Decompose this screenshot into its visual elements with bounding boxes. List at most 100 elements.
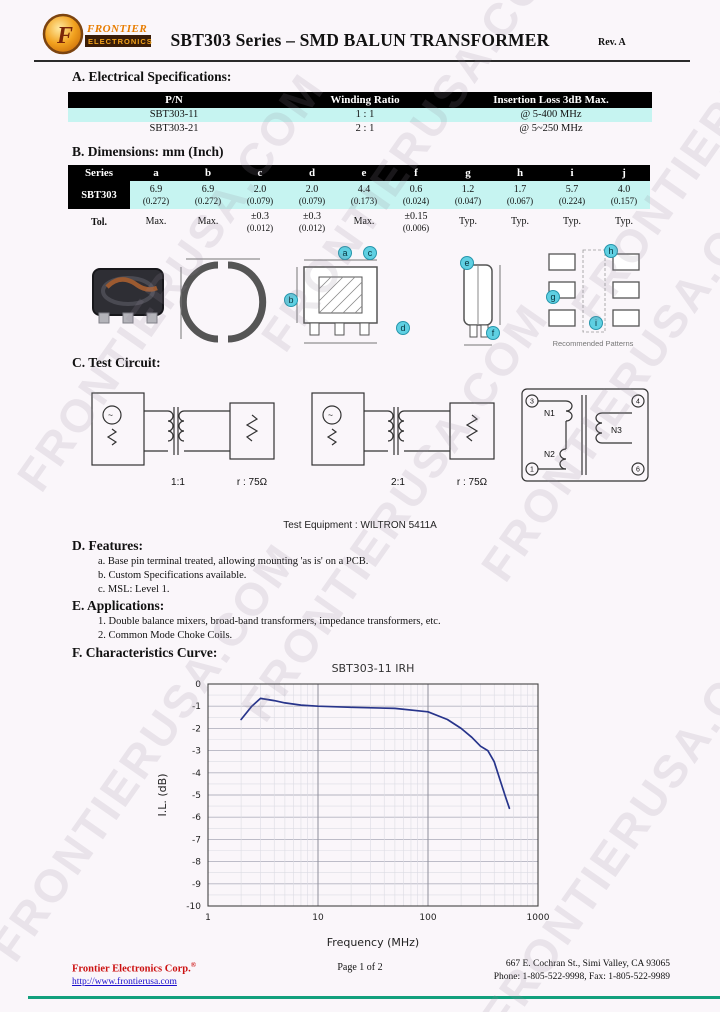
component-photo — [92, 268, 164, 324]
tol-top: ±0.15 — [404, 210, 428, 222]
source-symbol-1: ~ — [108, 410, 113, 420]
dim-mm: 6.9 — [149, 183, 163, 195]
dimensions-values-row: SBT303 6.9(0.272) 6.9(0.272) 2.0(0.079) … — [68, 181, 650, 209]
svg-text:SBT303-11 IRH: SBT303-11 IRH — [332, 662, 415, 675]
application-item: 1. Double balance mixers, broad-band tra… — [98, 616, 441, 627]
table-row: SBT303-21 2 : 1 @ 5~250 MHz — [68, 122, 652, 136]
tol-cell: Typ. — [598, 209, 650, 235]
header-divider — [34, 60, 690, 62]
dim-inch: (0.173) — [350, 195, 378, 206]
tol-top: ±0.3 — [303, 210, 321, 222]
svg-text:Frequency (MHz): Frequency (MHz) — [327, 936, 419, 949]
tol-top: Max. — [145, 216, 167, 227]
logo-letter: F — [56, 23, 73, 49]
pin-1-label: 1 — [530, 467, 534, 474]
dim-cell: 2.0(0.079) — [286, 181, 338, 209]
col-header: i — [570, 167, 574, 179]
pin-3-label: 3 — [530, 399, 534, 406]
svg-text:-5: -5 — [192, 791, 201, 801]
footer-url-link[interactable]: http://www.frontierusa.com — [72, 977, 177, 987]
svg-text:0: 0 — [195, 680, 201, 690]
svg-text:-3: -3 — [192, 747, 201, 757]
page-number: Page 1 of 2 — [337, 962, 383, 973]
circuit2-load-label: r : 75Ω — [457, 477, 488, 488]
tol-cell: Typ. — [494, 209, 546, 235]
section-f-heading: F. Characteristics Curve: — [72, 645, 218, 660]
recommended-patterns-drawing — [548, 249, 640, 333]
footer-company-name: Frontier Electronics Corp. — [72, 963, 191, 975]
dim-inch: (0.272) — [194, 195, 222, 206]
tol-cell: Max. — [338, 209, 390, 235]
section-c-heading: C. Test Circuit: — [72, 355, 161, 370]
dim-cell: 4.0(0.157) — [598, 181, 650, 209]
circuit1-ratio-label: 1:1 — [171, 477, 185, 488]
tol-bottom: (0.012) — [246, 222, 274, 233]
dim-inch: (0.024) — [402, 195, 430, 206]
dim-label-d: d — [396, 321, 410, 335]
footer-address: 667 E. Cochran St., Simi Valley, CA 9306… — [505, 959, 670, 969]
col-header-pn: P/N — [165, 94, 183, 106]
feature-item: a. Base pin terminal treated, allowing m… — [98, 556, 369, 567]
tol-cell: Typ. — [442, 209, 494, 235]
dim-mm: 0.6 — [409, 183, 423, 195]
tol-cell: ±0.15(0.006) — [390, 209, 442, 235]
dim-mm: 6.9 — [201, 183, 215, 195]
test-circuit-diagram: ~ 1:1 r : 75Ω ~ 2:1 r : 75Ω — [91, 388, 649, 488]
dim-cell: 0.6(0.024) — [390, 181, 442, 209]
tol-cell: ±0.3(0.012) — [286, 209, 338, 235]
dim-label-f: f — [486, 326, 500, 340]
test-equipment-note: Test Equipment : WILTRON 5411A — [283, 520, 437, 531]
footer-phone: Phone: 1-805-522-9998, Fax: 1-805-522-99… — [493, 972, 670, 982]
feature-item: b. Custom Specifications available. — [98, 570, 247, 581]
col-header: Series — [84, 167, 114, 179]
pn-cell: SBT303-11 — [149, 109, 199, 120]
tol-top: Max. — [353, 216, 375, 227]
loss-cell: @ 5~250 MHz — [519, 123, 583, 134]
feature-item: c. MSL: Level 1. — [98, 584, 170, 595]
logo-brand-top: FRONTIER — [86, 23, 147, 35]
svg-text:-10: -10 — [186, 902, 201, 912]
footer-divider — [28, 996, 720, 999]
dim-mm: 4.0 — [617, 183, 631, 195]
dim-cell: 1.2(0.047) — [442, 181, 494, 209]
dim-inch: (0.079) — [246, 195, 274, 206]
dim-mm: 1.7 — [513, 183, 527, 195]
dim-label-e: e — [460, 256, 474, 270]
dim-label-c: c — [363, 246, 377, 260]
svg-text:-1: -1 — [192, 702, 201, 712]
application-item: 2. Common Mode Choke Coils. — [98, 630, 233, 641]
tol-label-cell: Tol. — [90, 216, 108, 228]
tol-top: Typ. — [615, 216, 633, 227]
col-header: a — [153, 167, 159, 179]
svg-text:-4: -4 — [192, 769, 201, 779]
col-header: c — [257, 167, 263, 179]
dim-cell: 2.0(0.079) — [234, 181, 286, 209]
dim-inch: (0.272) — [142, 195, 170, 206]
svg-text:1000: 1000 — [527, 913, 550, 923]
winding-n3-label: N3 — [611, 425, 622, 435]
dim-label-i: i — [589, 316, 603, 330]
dim-label-h: h — [604, 244, 618, 258]
svg-text:-6: -6 — [192, 813, 201, 823]
dim-cell: 6.9(0.272) — [182, 181, 234, 209]
col-header: e — [361, 167, 367, 179]
dim-inch: (0.067) — [506, 195, 534, 206]
winding-diagram — [521, 388, 649, 482]
dim-label-b: b — [284, 293, 298, 307]
circuit-2 — [311, 392, 495, 466]
revision-label: Rev. A — [598, 37, 626, 48]
dim-label-a: a — [338, 246, 352, 260]
tol-top: ±0.3 — [251, 210, 269, 222]
winding-n2-label: N2 — [544, 449, 555, 459]
circuit-1 — [91, 392, 275, 466]
dim-cell: 4.4(0.173) — [338, 181, 390, 209]
svg-text:I.L. (dB): I.L. (dB) — [156, 774, 169, 817]
dim-mm: 5.7 — [565, 183, 579, 195]
col-header: g — [465, 167, 471, 179]
dim-cell: 1.7(0.067) — [494, 181, 546, 209]
tol-cell: Typ. — [546, 209, 598, 235]
dim-mm: 2.0 — [253, 183, 267, 195]
dim-cell: 5.7(0.224) — [546, 181, 598, 209]
